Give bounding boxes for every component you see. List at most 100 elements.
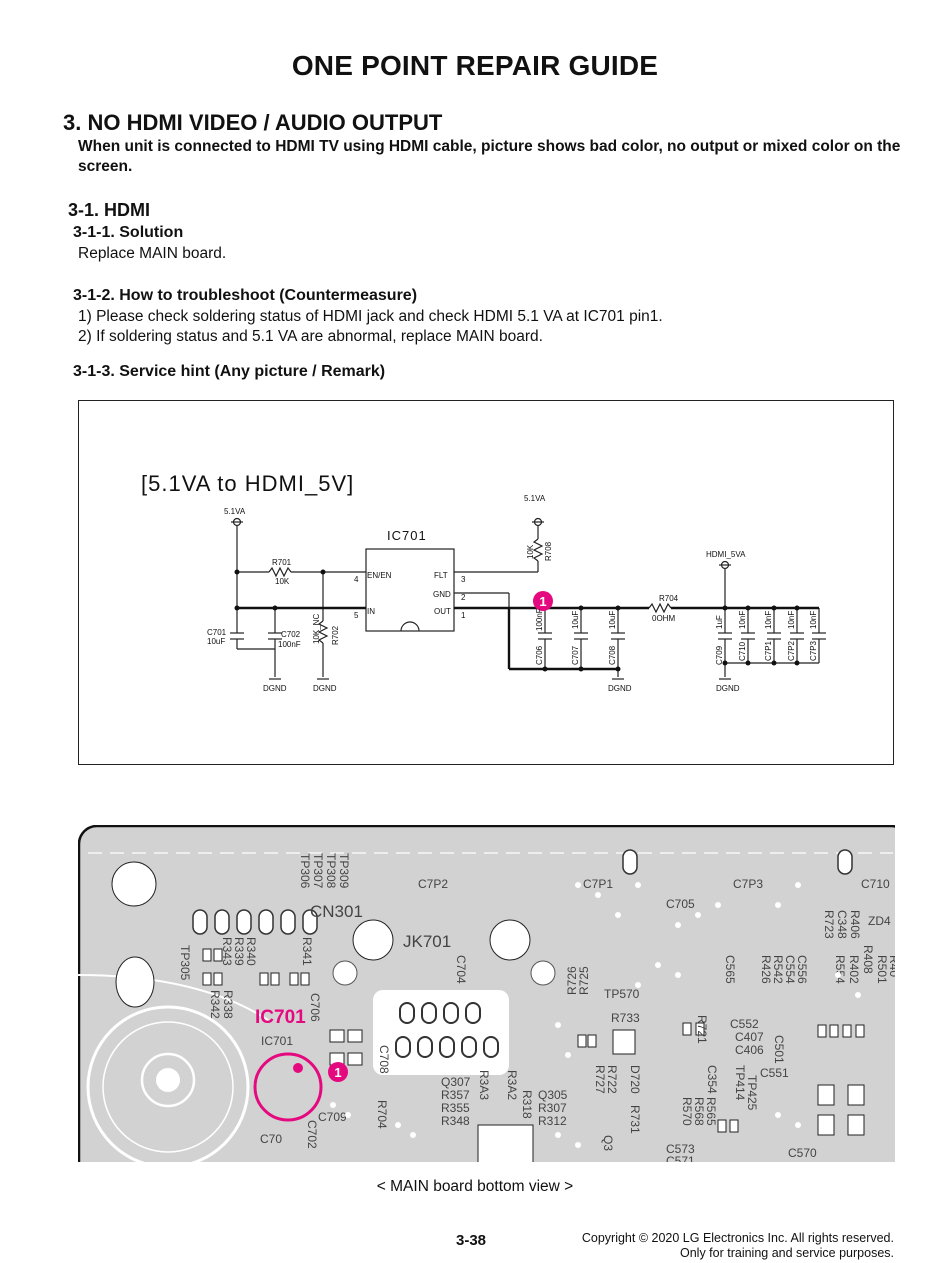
silk-c554: C554 bbox=[783, 955, 797, 984]
silk-tp308: TP308 bbox=[324, 853, 338, 889]
silk-c551: C551 bbox=[760, 1066, 789, 1080]
net-hdmi-5va: HDMI_5VA bbox=[706, 550, 746, 559]
pin-flt: FLT bbox=[434, 571, 448, 580]
silk-r725: R725 bbox=[577, 966, 591, 995]
silk-jk701: JK701 bbox=[403, 932, 451, 951]
silk-c406: C406 bbox=[735, 1043, 764, 1057]
silk-tp425: TP425 bbox=[745, 1075, 759, 1111]
c709-ref: C709 bbox=[715, 645, 724, 665]
troubleshoot-step-2: 2) If soldering status and 5.1 VA are ab… bbox=[78, 328, 543, 345]
silk-r343: R343 bbox=[220, 937, 234, 966]
c7p2-value: 10nF bbox=[787, 611, 796, 629]
page-number: 3-38 bbox=[456, 1232, 487, 1249]
silk-c702: C702 bbox=[305, 1120, 319, 1149]
silk-c7p3: C7P3 bbox=[733, 877, 763, 891]
silk-tp305: TP305 bbox=[178, 945, 192, 981]
c7p1-ref: C7P1 bbox=[764, 640, 773, 661]
copyright-notice: Copyright © 2020 LG Electronics Inc. All… bbox=[582, 1231, 894, 1261]
silk-c556: C556 bbox=[795, 955, 809, 984]
silk-c709: C709 bbox=[318, 1110, 347, 1124]
silk-r340: R340 bbox=[244, 937, 258, 966]
silk-c570: C570 bbox=[788, 1146, 817, 1160]
c706-value: 100nF bbox=[535, 608, 544, 631]
silk-r341: R341 bbox=[300, 937, 314, 966]
silk-r3a3: R3A3 bbox=[477, 1070, 491, 1100]
silk-c7p1: C7P1 bbox=[583, 877, 613, 891]
pcb-illustration: 1 IC701 CN301 JK701 C7P2 C7P1 C7P3 C705 … bbox=[78, 825, 895, 1162]
silk-c501: C501 bbox=[772, 1035, 786, 1064]
net-dgnd-4: DGND bbox=[716, 684, 740, 693]
silk-r3a2: R3A2 bbox=[505, 1070, 519, 1100]
silk-r568: R568 bbox=[692, 1097, 706, 1126]
pin-in: IN bbox=[367, 607, 375, 616]
silk-r723: R723 bbox=[822, 910, 836, 939]
silk-c7p2: C7P2 bbox=[418, 877, 448, 891]
r708-value: 10K bbox=[526, 544, 535, 559]
silk-r318: R318 bbox=[520, 1090, 534, 1119]
training-line: Only for training and service purposes. bbox=[680, 1246, 894, 1260]
silk-r554: R554 bbox=[833, 955, 847, 984]
silk-tp570: TP570 bbox=[604, 987, 640, 1001]
silk-zd4: ZD4 bbox=[868, 914, 891, 928]
silk-r339: R339 bbox=[232, 937, 246, 966]
copyright-line: Copyright © 2020 LG Electronics Inc. All… bbox=[581, 1231, 894, 1245]
net-dgnd-1: DGND bbox=[263, 684, 287, 693]
r701-ref: R701 bbox=[272, 558, 292, 567]
c7p1-value: 10nF bbox=[764, 611, 773, 629]
pcb-marker-1-label: 1 bbox=[334, 1065, 341, 1080]
silk-r338: R338 bbox=[221, 990, 235, 1019]
silk-ic701: IC701 bbox=[261, 1034, 293, 1048]
c707-value: 10uF bbox=[571, 611, 580, 629]
section-description: When unit is connected to HDMI TV using … bbox=[78, 138, 901, 175]
silk-r704: R704 bbox=[375, 1100, 389, 1129]
silk-c354: C354 bbox=[705, 1065, 719, 1094]
silk-c407: C407 bbox=[735, 1030, 764, 1044]
silk-c708: C708 bbox=[377, 1045, 391, 1074]
pin-2-num: 2 bbox=[461, 593, 466, 602]
schematic-figure: 1 [5.1VA to HDMI_5V] IC701 5.1VA 5.1VA H… bbox=[78, 400, 894, 765]
silk-c565: C565 bbox=[723, 955, 737, 984]
silk-q3: Q3 bbox=[601, 1135, 615, 1151]
c708-ref: C708 bbox=[608, 645, 617, 665]
silk-r731: R731 bbox=[628, 1105, 642, 1134]
marker-1-label: 1 bbox=[539, 594, 546, 609]
silk-r402: R402 bbox=[847, 955, 861, 984]
silk-r570: R570 bbox=[680, 1097, 694, 1126]
silk-r733: R733 bbox=[611, 1011, 640, 1025]
silk-c348: C348 bbox=[835, 910, 849, 939]
silk-r501: R501 bbox=[875, 955, 889, 984]
silk-q305: Q305 bbox=[538, 1088, 568, 1102]
pcb-ic701-callout: IC701 bbox=[255, 1007, 306, 1028]
troubleshoot-step-1: 1) Please check soldering status of HDMI… bbox=[78, 308, 663, 325]
silk-r426: R426 bbox=[759, 955, 773, 984]
figure-caption: < MAIN board bottom view > bbox=[376, 1178, 574, 1195]
c710-ref: C710 bbox=[738, 641, 747, 661]
pin-gnd: GND bbox=[433, 590, 451, 599]
c710-value: 10nF bbox=[738, 611, 747, 629]
silk-r355: R355 bbox=[441, 1101, 470, 1115]
silk-c552: C552 bbox=[730, 1017, 759, 1031]
silk-r307: R307 bbox=[538, 1101, 567, 1115]
silk-tp414: TP414 bbox=[733, 1065, 747, 1101]
silk-tp306: TP306 bbox=[298, 853, 312, 889]
c708-value: 10uF bbox=[608, 611, 617, 629]
c706-ref: C706 bbox=[535, 645, 544, 665]
c702-ref: C702 bbox=[281, 630, 301, 639]
solution-title: 3-1-1. Solution bbox=[73, 224, 184, 241]
r708-ref: R708 bbox=[544, 541, 553, 561]
silk-cn301: CN301 bbox=[310, 902, 363, 921]
silk-c573: C573 bbox=[666, 1142, 695, 1156]
silk-r40: R40 bbox=[887, 955, 895, 977]
solution-text: Replace MAIN board. bbox=[78, 245, 227, 262]
section-heading: 3. NO HDMI VIDEO / AUDIO OUTPUT bbox=[63, 110, 443, 135]
silk-c571: C571 bbox=[666, 1154, 695, 1162]
pin-en: EN/EN bbox=[367, 571, 392, 580]
net-5v1a-left: 5.1VA bbox=[224, 507, 246, 516]
silk-r342: R342 bbox=[208, 990, 222, 1019]
silk-r312: R312 bbox=[538, 1114, 567, 1128]
schematic-diagram: 1 [5.1VA to HDMI_5V] IC701 5.1VA 5.1VA H… bbox=[141, 471, 826, 693]
silk-r726: R726 bbox=[565, 966, 579, 995]
c702-value: 100nF bbox=[278, 640, 301, 649]
silk-r348: R348 bbox=[441, 1114, 470, 1128]
ic-label: IC701 bbox=[387, 528, 427, 543]
